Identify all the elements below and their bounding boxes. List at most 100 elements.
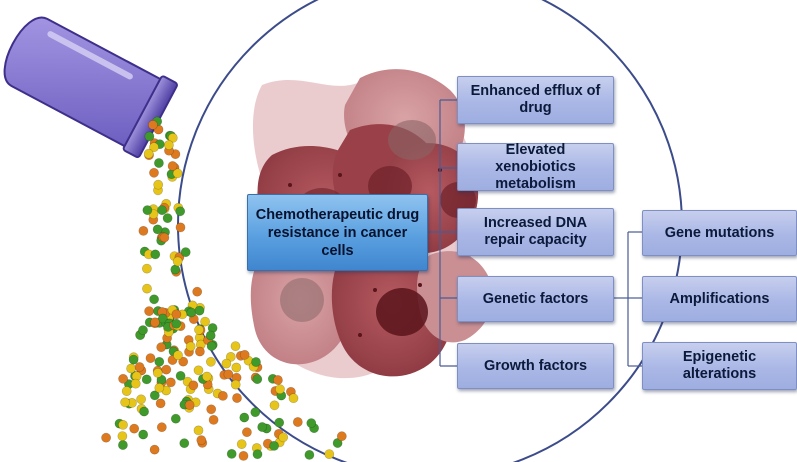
drug-particle-icon	[205, 330, 216, 341]
drug-particle-icon	[171, 309, 182, 320]
drug-particle-icon	[304, 449, 315, 460]
drug-particle-icon	[179, 438, 190, 449]
drug-particle-icon	[278, 432, 289, 443]
drug-particle-icon	[172, 168, 183, 179]
drug-particle-icon	[167, 132, 178, 143]
drug-particle-icon	[142, 205, 153, 215]
drug-particle-icon	[156, 422, 167, 433]
drug-particle-icon	[288, 393, 299, 404]
central-resistance-label: Chemotherapeutic drug resistance in canc…	[255, 206, 420, 259]
drug-particle-icon	[149, 444, 160, 455]
drug-particle-icon	[226, 448, 237, 459]
drug-particle-icon	[269, 440, 279, 451]
drug-particle-icon	[136, 394, 146, 405]
drug-particle-icon	[128, 354, 139, 365]
drug-particle-icon	[134, 362, 145, 372]
drug-particle-icon	[117, 431, 128, 441]
mechanism-label: Genetic factors	[482, 290, 589, 307]
drug-particle-icon	[225, 351, 236, 362]
drug-particle-icon	[141, 374, 152, 385]
genetic-connector-lines	[614, 231, 642, 367]
drug-particle-icon	[138, 325, 148, 335]
drug-particle-icon	[118, 373, 128, 384]
genetic-subfactor-label: Epigenetic alterations	[682, 349, 757, 382]
drug-particle-icon	[154, 356, 165, 367]
drug-particle-icon	[170, 264, 181, 275]
drug-particle-icon	[144, 306, 154, 316]
drug-particle-icon	[180, 247, 191, 257]
drug-particle-icon	[172, 256, 183, 267]
drug-particle-icon	[144, 131, 155, 142]
drug-particle-icon	[149, 294, 159, 305]
drug-particle-icon	[165, 377, 176, 388]
drug-particle-icon	[141, 263, 152, 274]
drug-particle-icon	[232, 393, 242, 403]
drug-particle-icon	[272, 375, 283, 385]
drug-particle-icon	[152, 367, 163, 378]
drug-particles	[101, 116, 347, 461]
drug-particle-icon	[150, 317, 160, 328]
drug-particle-icon	[188, 380, 199, 391]
drug-particle-icon	[175, 222, 186, 233]
drug-particle-icon	[252, 449, 263, 460]
mechanism-label: Elevated xenobiotics metabolism	[495, 141, 576, 192]
mechanism-box-genetic-factors: Genetic factors	[457, 276, 614, 322]
drug-particle-icon	[118, 440, 128, 450]
drug-particle-icon	[153, 158, 164, 168]
drug-particle-icon	[129, 423, 140, 434]
drug-particle-icon	[208, 414, 219, 425]
mechanism-box-dna-repair: Increased DNA repair capacity	[457, 208, 614, 256]
drug-particle-icon	[143, 148, 154, 159]
drug-particle-icon	[152, 224, 163, 235]
drug-particle-icon	[292, 417, 303, 427]
drug-particle-icon	[184, 400, 195, 410]
drug-particle-icon	[269, 400, 280, 411]
drug-particle-icon	[185, 341, 196, 352]
drug-particle-icon	[157, 205, 167, 215]
drug-particle-icon	[332, 438, 343, 448]
drug-particle-icon	[252, 374, 263, 384]
drug-particle-icon	[251, 357, 261, 367]
drug-particle-icon	[154, 382, 165, 393]
drug-particle-icon	[217, 390, 228, 401]
drug-particle-icon	[178, 356, 189, 367]
drug-particle-icon	[147, 120, 158, 130]
drug-particle-icon	[236, 439, 247, 449]
drug-particle-icon	[336, 431, 347, 442]
genetic-subfactor-label: Amplifications	[669, 290, 770, 307]
genetic-box-amplifications: Amplifications	[642, 276, 797, 322]
drug-particle-icon	[192, 286, 203, 297]
drug-particle-icon	[157, 313, 168, 324]
drug-particle-icon	[230, 379, 241, 390]
drug-particle-icon	[130, 378, 141, 389]
drug-particle-icon	[194, 346, 205, 357]
drug-particle-icon	[231, 362, 242, 373]
drug-particle-icon	[150, 249, 161, 260]
drug-particle-icon	[250, 407, 261, 418]
drug-particle-icon	[163, 140, 174, 150]
drug-particle-icon	[159, 232, 170, 243]
drug-particle-icon	[257, 422, 268, 432]
drug-particle-icon	[196, 435, 207, 445]
mechanism-box-efflux: Enhanced efflux of drug	[457, 76, 614, 124]
drug-particle-icon	[126, 363, 137, 374]
drug-particle-icon	[205, 356, 216, 367]
drug-particle-icon	[149, 167, 159, 178]
drug-particle-icon	[149, 390, 160, 401]
mechanism-label: Enhanced efflux of drug	[470, 83, 601, 116]
drug-particle-icon	[149, 142, 159, 153]
drug-particle-icon	[200, 316, 210, 327]
drug-particle-icon	[167, 161, 178, 171]
drug-particle-icon	[142, 283, 152, 294]
drug-particle-icon	[155, 398, 166, 409]
drug-particle-icon	[223, 369, 234, 380]
mechanism-connector-lines	[428, 99, 457, 367]
drug-particle-icon	[175, 370, 186, 381]
drug-particle-icon	[145, 353, 156, 363]
drug-particle-icon	[101, 432, 111, 443]
central-resistance-box: Chemotherapeutic drug resistance in canc…	[247, 194, 428, 271]
mechanism-label: Increased DNA repair capacity	[483, 215, 588, 248]
drug-particle-icon	[171, 318, 182, 329]
drug-particle-icon	[175, 206, 186, 217]
drug-particle-icon	[274, 417, 285, 428]
